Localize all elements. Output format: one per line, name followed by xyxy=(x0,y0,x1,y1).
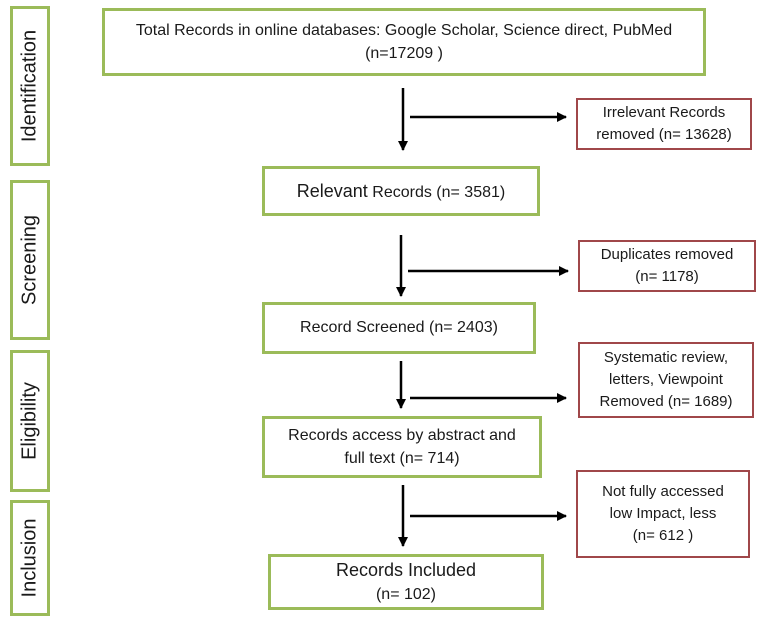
irrelevant-removed-line1: Irrelevant Records xyxy=(602,104,726,122)
duplicates-removed-line2: (n= 1178) xyxy=(635,268,699,285)
record-screened-box: Record Screened (n= 2403) xyxy=(262,302,536,354)
duplicates-removed-line1: Duplicates removed xyxy=(600,246,734,264)
relevant-records-box: Relevant Records (n= 3581) xyxy=(262,166,540,216)
records-access-box: Records access by abstract and full text… xyxy=(262,416,542,478)
systematic-removed-line1: Systematic review, xyxy=(603,349,729,367)
relevant-records-text: Records (n= 3581) xyxy=(367,183,506,201)
relevant-records-bold: Relevant xyxy=(296,180,368,201)
records-access-line2: full text (n= 714) xyxy=(344,450,460,467)
not-accessed-line3: (n= 612 ) xyxy=(632,526,694,544)
records-access-line1: Records access by abstract and xyxy=(288,426,516,444)
systematic-removed-line3: Removed (n= 1689) xyxy=(599,392,733,410)
systematic-removed-line2: letters, Viewpoint xyxy=(609,371,723,389)
systematic-removed-box: Systematic review, letters, Viewpoint Re… xyxy=(578,342,754,418)
stage-eligibility: Eligibility xyxy=(10,350,50,492)
irrelevant-removed-line2: removed (n= 13628) xyxy=(596,126,732,143)
stage-screening: Screening xyxy=(10,180,50,340)
stage-inclusion: Inclusion xyxy=(10,500,50,616)
stage-identification: Identification xyxy=(10,6,50,166)
records-included-label: Records Included xyxy=(335,560,477,581)
total-records-count: (n=17209 ) xyxy=(365,45,443,62)
not-accessed-line2: low Impact, less xyxy=(609,505,717,523)
not-accessed-line1: Not fully accessed xyxy=(602,483,724,501)
irrelevant-removed-box: Irrelevant Records removed (n= 13628) xyxy=(576,98,752,150)
total-records-box: Total Records in online databases: Googl… xyxy=(102,8,706,76)
duplicates-removed-box: Duplicates removed (n= 1178) xyxy=(578,240,756,292)
total-records-text: Total Records in online databases: Googl… xyxy=(135,21,673,39)
record-screened-text: Record Screened (n= 2403) xyxy=(300,319,498,337)
records-included-box: Records Included (n= 102) xyxy=(268,554,544,610)
records-included-count: (n= 102) xyxy=(375,586,437,604)
not-accessed-box: Not fully accessed low Impact, less (n= … xyxy=(576,470,750,558)
